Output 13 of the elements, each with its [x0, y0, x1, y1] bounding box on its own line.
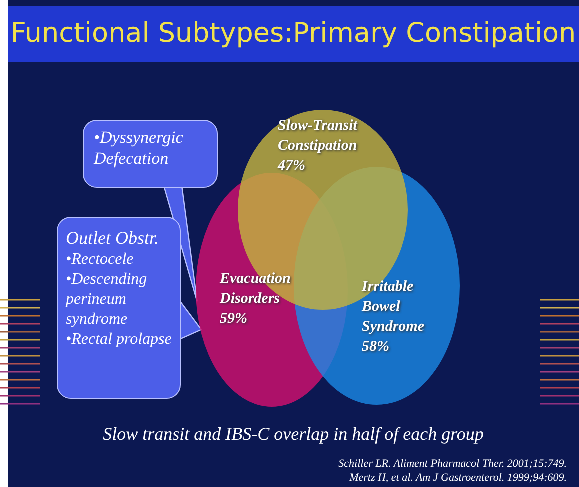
- percent-label: 59%: [220, 310, 248, 329]
- reference-note: Schiller LR. Aliment Pharmacol Ther. 2001;15:749.: [338, 458, 567, 470]
- bullet-item: •Rectal prolapse: [66, 330, 172, 350]
- slide-title: Functional Subtypes:Primary Constipation: [8, 6, 579, 62]
- bullet-item: •Rectocele: [66, 250, 135, 270]
- slide-caption: Slow transit and IBS-C overlap in half of each group: [102, 424, 485, 445]
- percent-label: 58%: [362, 338, 390, 357]
- bullet-item: •Dyssynergic Defecation: [94, 127, 184, 169]
- reference-note: Mertz H, et al. Am J Gastroenterol. 1999;94:609.: [350, 472, 567, 484]
- bullet-item: •Descending perineum syndrome: [66, 270, 148, 330]
- percent-label: 47%: [278, 157, 306, 176]
- callout-heading: Outlet Obstr.: [66, 227, 160, 250]
- set-label: Slow-Transit Constipation: [278, 117, 359, 156]
